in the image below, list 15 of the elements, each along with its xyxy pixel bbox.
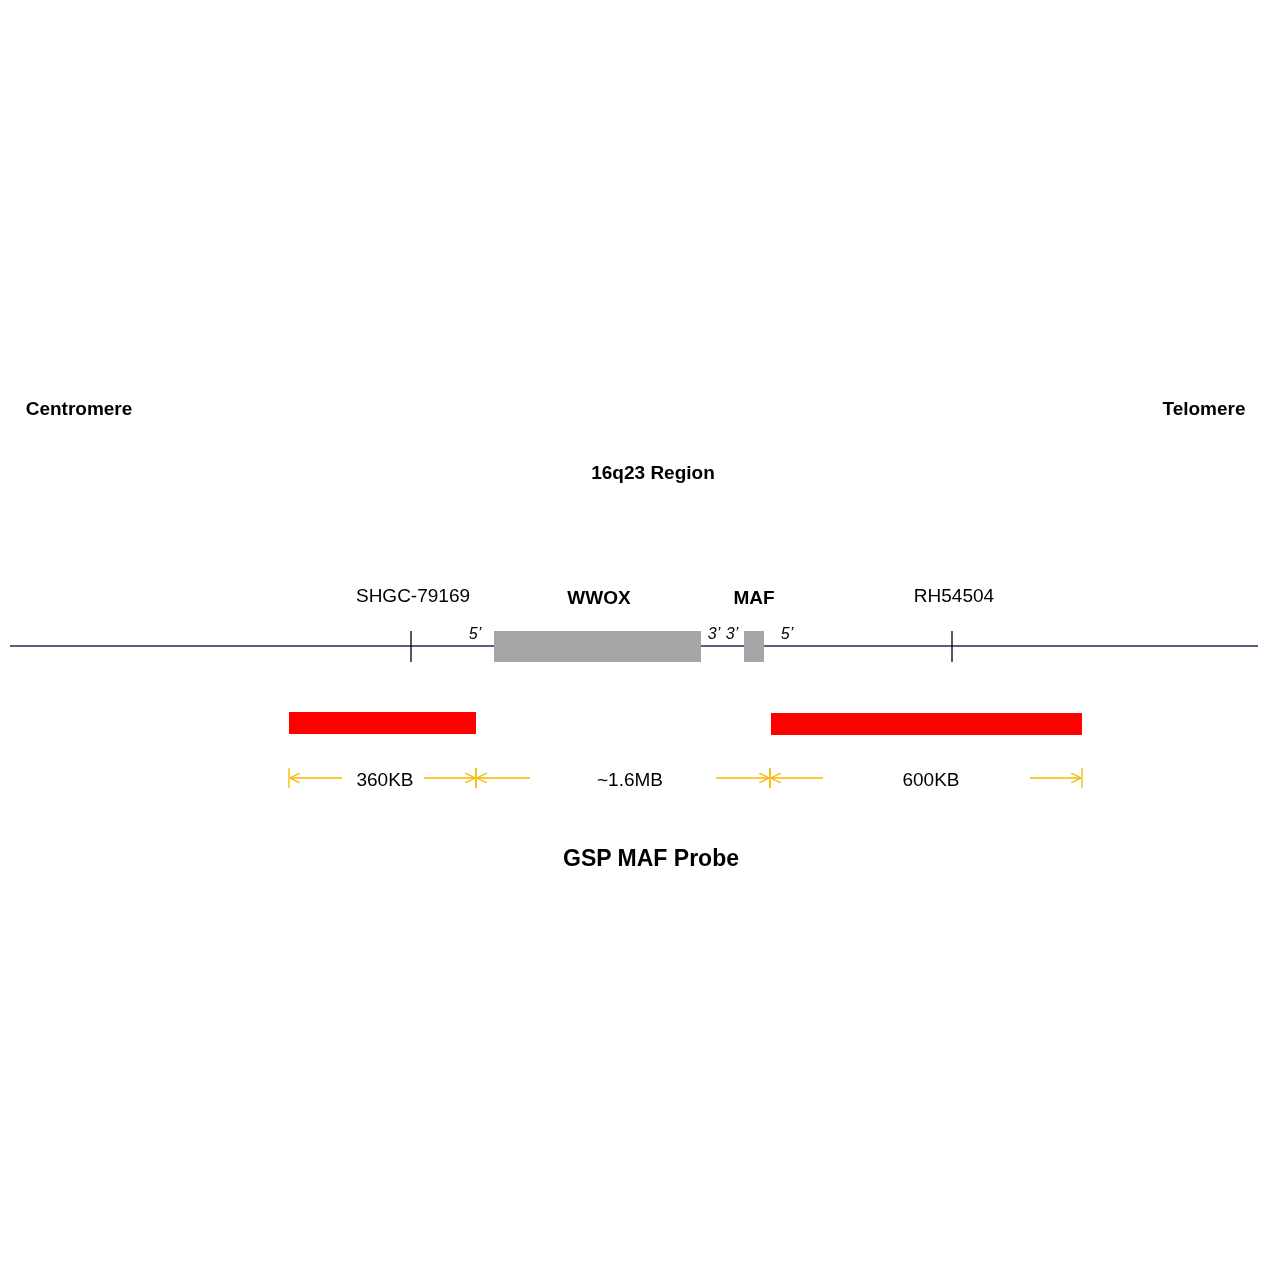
gene-label: MAF [733, 587, 775, 609]
marker-label: RH54504 [913, 585, 995, 607]
size-label: 600KB [902, 769, 960, 791]
size-label: ~1.6MB [597, 769, 663, 791]
end-mark: 3’ [707, 625, 721, 643]
size-label: 360KB [356, 769, 414, 791]
end-label: Centromere [25, 398, 133, 420]
title: 16q23 Region [591, 462, 715, 484]
end-mark: 5’ [468, 625, 482, 643]
end-label: Telomere [1162, 398, 1246, 420]
marker-label: SHGC-79169 [355, 585, 471, 607]
caption: GSP MAF Probe [563, 844, 739, 872]
end-mark: 5’ [780, 625, 794, 643]
gene-label: WWOX [567, 587, 631, 609]
end-mark: 3’ [725, 625, 739, 643]
